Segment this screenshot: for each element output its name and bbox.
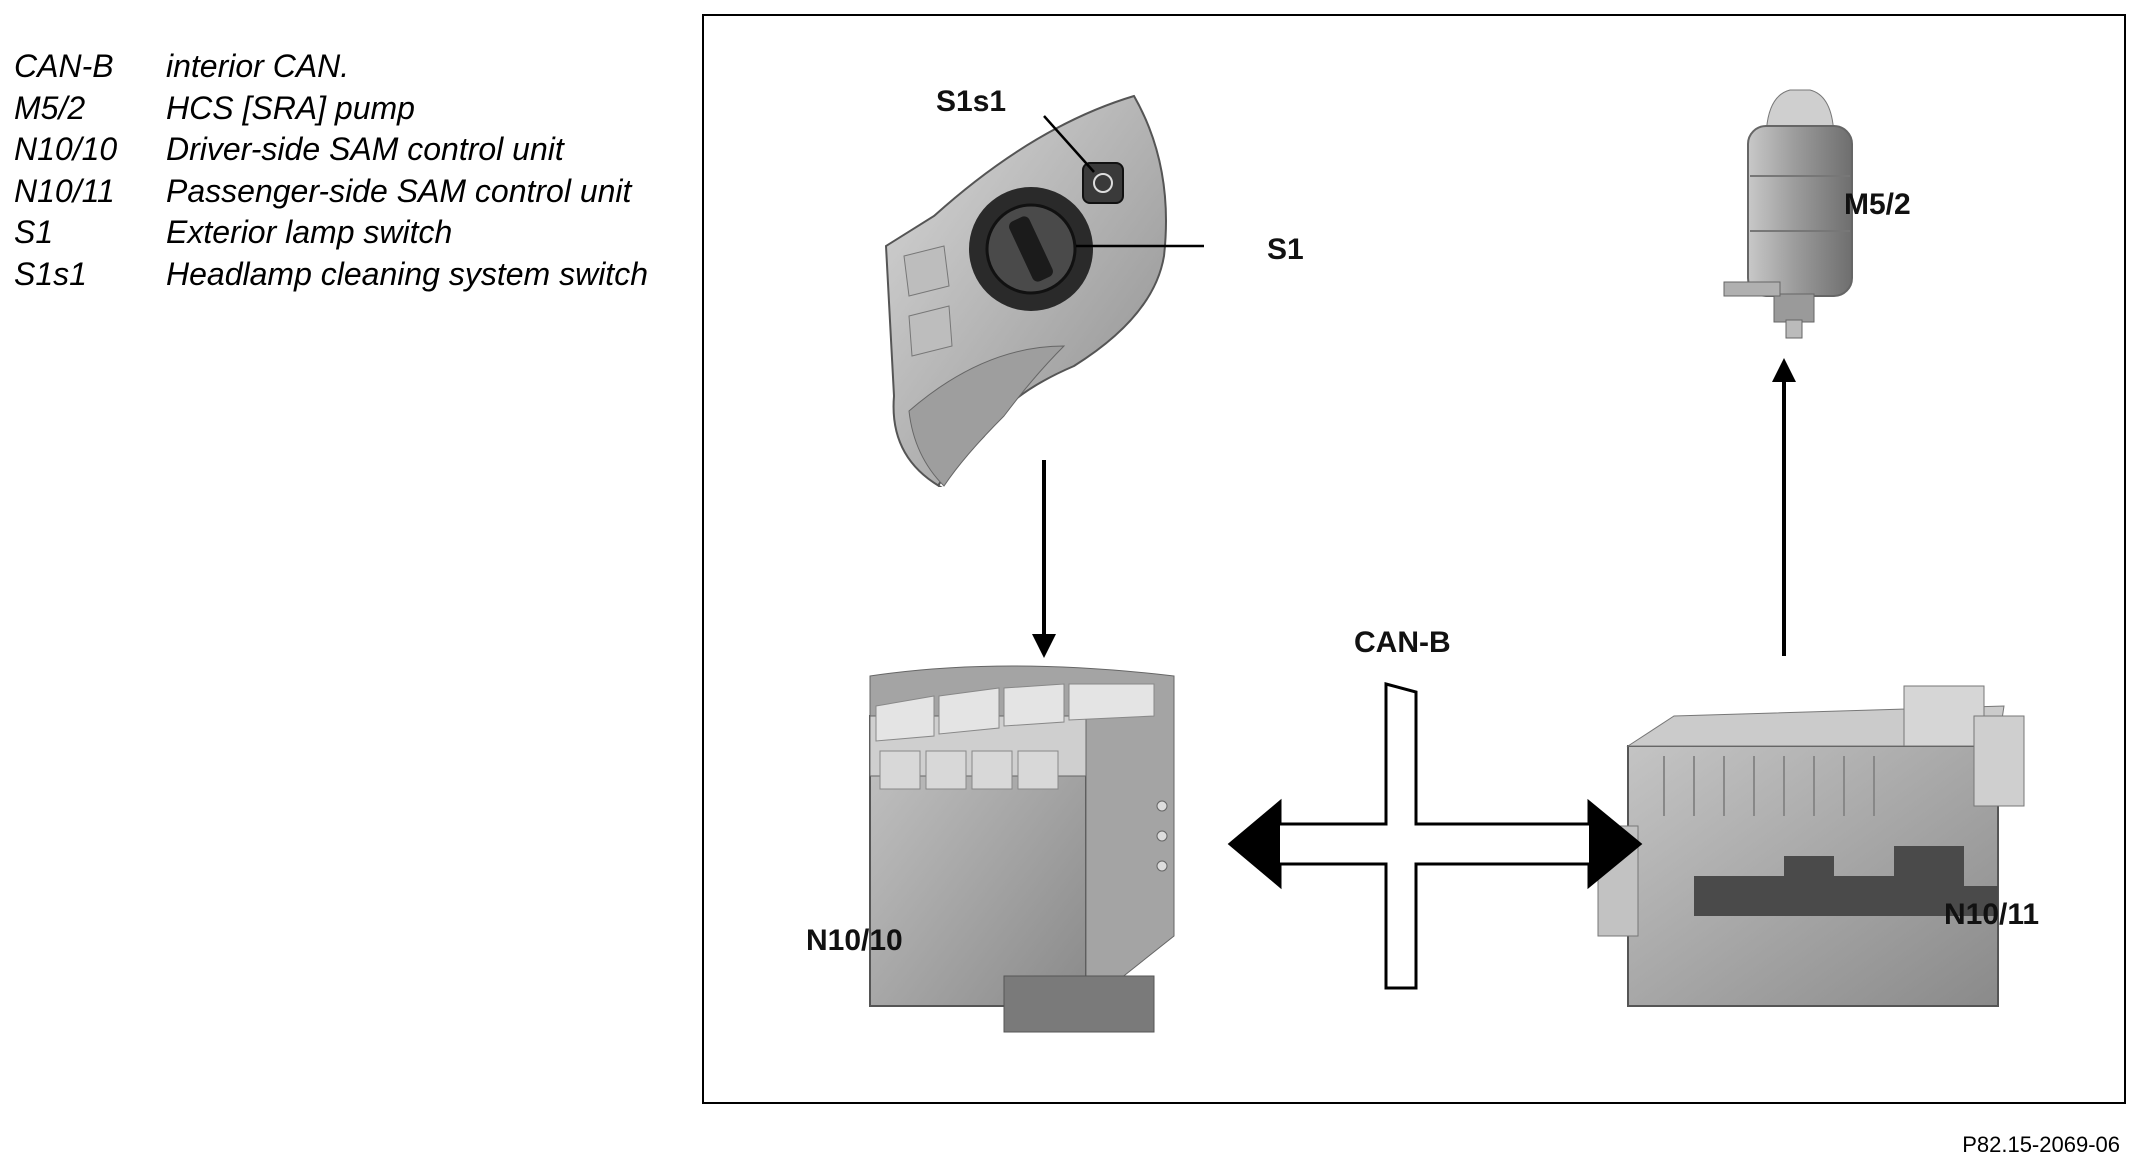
label-s1: S1 (1267, 233, 1304, 266)
arrowhead-right (1589, 802, 1640, 886)
figure-reference: P82.15-2069-06 (1962, 1132, 2120, 1157)
can-b-bus-cross (1227, 682, 1643, 990)
passenger-side-sam-illustration (1597, 685, 2025, 1007)
legend-code: N10/11 (14, 172, 115, 209)
label-can-b: CAN-B (1354, 626, 1451, 659)
legend-row-s1: S1 Exterior lamp switch (14, 212, 648, 254)
label-m52: M5/2 (1844, 188, 1911, 221)
legend: CAN-B interior CAN. M5/2 HCS [SRA] pump … (14, 46, 648, 295)
diagram-frame: S1s1 S1 M5/2 (702, 14, 2126, 1104)
label-n1010: N10/10 (806, 924, 903, 957)
diagram-canvas: S1s1 S1 M5/2 (806, 85, 2039, 1033)
legend-row-m52: M5/2 HCS [SRA] pump (14, 88, 648, 130)
legend-text: Headlamp cleaning system switch (166, 255, 648, 292)
s1s1-leader-line (1043, 115, 1095, 173)
hcs-pump-illustration (1723, 89, 1853, 339)
label-s1s1: S1s1 (936, 85, 1006, 118)
legend-code: CAN-B (14, 48, 114, 84)
legend-row-canb: CAN-B interior CAN. (14, 46, 648, 88)
legend-text: Exterior lamp switch (166, 214, 453, 250)
legend-text: HCS [SRA] pump (166, 89, 415, 126)
legend-row-n1010: N10/10 Driver-side SAM control unit (14, 129, 648, 171)
legend-code: S1s1 (14, 255, 87, 292)
legend-code: M5/2 (14, 89, 86, 126)
legend-text: interior CAN. (166, 48, 350, 84)
label-n1011: N10/11 (1944, 898, 2039, 931)
legend-row-s1s1: S1s1 Headlamp cleaning system switch (14, 254, 648, 296)
legend-text: Passenger-side SAM control unit (166, 172, 632, 209)
legend-row-n1011: N10/11 Passenger-side SAM control unit (14, 171, 648, 213)
driver-side-sam-illustration (869, 665, 1175, 1033)
arrowhead-left (1230, 802, 1280, 886)
legend-code: S1 (14, 214, 54, 250)
legend-code: N10/10 (14, 131, 118, 167)
legend-text: Driver-side SAM control unit (166, 131, 564, 167)
exterior-lamp-switch-illustration (884, 94, 1167, 488)
